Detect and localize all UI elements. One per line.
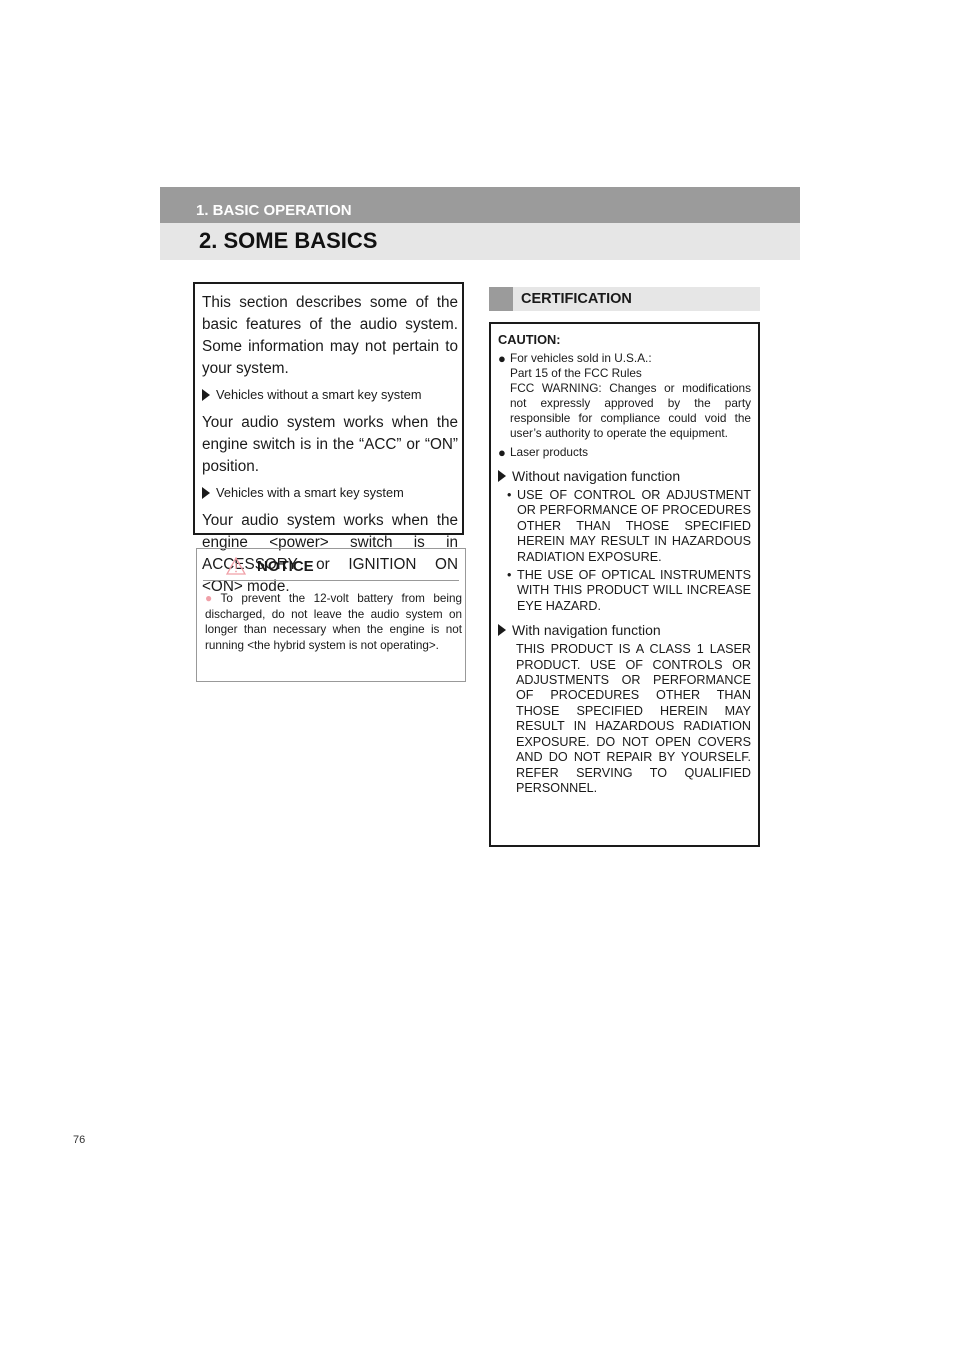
intro-box: This section describes some of the basic… (193, 282, 464, 595)
intro-subheading: Vehicles with a smart key system (202, 482, 458, 504)
list-item: • USE OF CONTROL OR ADJUSTMENT OR PERFOR… (507, 488, 751, 565)
notice-header: NOTICE (197, 549, 465, 581)
page-number: 76 (73, 1134, 86, 1146)
subheading-label: Vehicles without a smart key system (216, 387, 422, 402)
triangle-bullet-icon (498, 470, 506, 482)
certification-subheading: With navigation function (498, 622, 751, 638)
bullet-icon: ● (205, 591, 218, 605)
title-band (160, 223, 800, 260)
notice-text: To prevent the 12-volt battery from bein… (205, 592, 463, 652)
triangle-bullet-icon (202, 487, 210, 499)
bullet-icon: • (507, 488, 512, 502)
certification-subheading: Without navigation function (498, 468, 751, 484)
intro-paragraph: Your audio system works when the engine … (202, 512, 458, 595)
section-label: 1. BASIC OPERATION (196, 202, 352, 219)
notice-body: ●To prevent the 12-volt battery from bei… (205, 591, 462, 653)
caution-label: CAUTION: (498, 332, 561, 347)
divider (203, 580, 459, 581)
bullet-icon: ● (498, 351, 506, 366)
bullet-icon: ● (498, 445, 506, 460)
notice-box: NOTICE ●To prevent the 12-volt battery f… (196, 548, 466, 682)
list-item-text: Part 15 of the FCC Rules (510, 366, 642, 380)
list-item-text: FCC WARNING: Changes or modifications no… (510, 381, 751, 440)
subheading-label: Vehicles with a smart key system (216, 485, 404, 500)
certification-paragraph: THIS PRODUCT IS A CLASS 1 LASER PRODUCT.… (516, 642, 751, 795)
list-item: ● For vehicles sold in U.S.A.: Part 15 o… (498, 351, 751, 441)
list-item-text: THE USE OF OPTICAL INSTRUMENTS WITH THIS… (517, 568, 751, 613)
list-item: • THE USE OF OPTICAL INSTRUMENTS WITH TH… (507, 568, 751, 614)
triangle-bullet-icon (498, 624, 506, 637)
certification-box: CAUTION: ● For vehicles sold in U.S.A.: … (489, 322, 760, 847)
list-item-text: Laser products (510, 445, 589, 459)
bullet-icon: • (507, 568, 512, 583)
warning-triangle-icon (226, 557, 246, 575)
certification-title: CERTIFICATION (521, 291, 632, 307)
subheading-label: Without navigation function (512, 468, 681, 484)
triangle-bullet-icon (202, 389, 210, 401)
section-header-band (160, 187, 800, 223)
subheading-label: With navigation function (512, 622, 661, 639)
intro-paragraph: This section describes some of the basic… (202, 294, 458, 377)
intro-paragraph: Your audio system works when the engine … (202, 414, 458, 475)
notice-title: NOTICE (257, 558, 314, 575)
certification-header: CERTIFICATION (489, 287, 760, 311)
list-item: ● Laser products (498, 445, 751, 460)
list-item-text: USE OF CONTROL OR ADJUSTMENT OR PERFORMA… (517, 488, 751, 564)
header-square-icon (489, 287, 513, 311)
intro-subheading: Vehicles without a smart key system (202, 384, 458, 406)
list-item-text: For vehicles sold in U.S.A.: (510, 351, 652, 365)
page-title: 2. SOME BASICS (199, 228, 378, 253)
